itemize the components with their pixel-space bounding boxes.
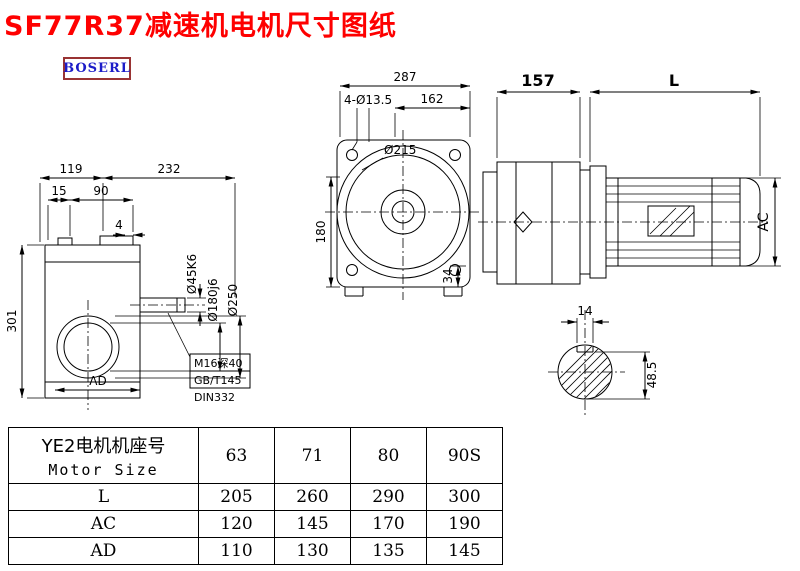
dim-90-label: 90	[93, 184, 108, 198]
dim-180-label: 180	[314, 221, 328, 244]
dim-outer-diameter: Ø250	[115, 284, 246, 379]
bore-circle	[391, 200, 415, 224]
table-row-AD: AD 110 130 135 145	[8, 537, 503, 565]
dim-shaft-diameter: Ø45K6	[185, 254, 206, 326]
dim-4-label: 4	[115, 218, 123, 232]
bolt-hole-label: 4-Ø13.5	[344, 93, 392, 107]
dim-119: 119	[39, 162, 104, 242]
table-cell: 170	[350, 510, 427, 538]
table-cell: 120	[198, 510, 275, 538]
motor-size-63: 63	[198, 427, 275, 484]
table-cell: 110	[198, 537, 275, 565]
dim-AC: AC	[744, 177, 781, 267]
dim-34-label: 34	[441, 268, 455, 283]
dim-180: 180	[314, 176, 340, 288]
table-cell: 205	[198, 483, 275, 511]
dim-162: 162	[394, 92, 470, 137]
motor-dimensions-table: YE2电机机座号 Motor Size 63 71 80 90S L 205 2…	[8, 427, 503, 565]
dim-90: 90	[70, 184, 134, 232]
dim-L: L	[589, 71, 761, 176]
mounting-feet	[344, 287, 463, 297]
dim-15: 15	[47, 184, 71, 240]
housing-front-outline	[336, 139, 471, 288]
dim-14: 14	[561, 304, 609, 343]
dim-232-label: 232	[158, 162, 181, 176]
dim-287-label: 287	[394, 70, 417, 84]
dim-157: 157	[496, 71, 581, 158]
dim-162-label: 162	[421, 92, 444, 106]
fan-cover	[739, 177, 761, 267]
dim-48-5: 48.5	[587, 351, 659, 400]
dim-287: 287	[339, 70, 471, 137]
dim-157-label: 157	[521, 71, 554, 90]
note-gb-label: GB/T145	[194, 374, 242, 387]
d215-label: Ø215	[384, 143, 416, 157]
side-view: 157 L AC	[478, 71, 781, 285]
dim-119-label: 119	[60, 162, 83, 176]
front-view: 287 162 4-Ø13.5 Ø215 180 34	[314, 70, 482, 300]
oil-plug-diamond	[513, 211, 533, 233]
center-hole-note: M16深40 GB/T145 DIN332	[167, 312, 251, 404]
dim-ad: AD	[55, 374, 140, 393]
dim-ad-label: AD	[89, 374, 106, 388]
row-label-AC: AC	[8, 510, 199, 538]
shaft-circle	[557, 344, 613, 400]
shaft-section-view: 14 48.5	[548, 304, 659, 415]
table-cell: 190	[426, 510, 503, 538]
motor-nameplate	[647, 205, 695, 237]
output-flange-circle	[56, 315, 120, 379]
motor-size-label-en: Motor Size	[48, 461, 159, 479]
technical-drawing: 119 232 15 90 4 301	[5, 70, 781, 415]
table-row-L: L 205 260 290 300	[8, 483, 503, 511]
row-label-AD: AD	[8, 537, 199, 565]
dim-L-label: L	[669, 71, 679, 90]
dim-48-5-label: 48.5	[645, 362, 659, 389]
dim-flange-diameter: Ø180j6	[110, 278, 226, 372]
dim-232: 232	[103, 162, 236, 297]
motor-size-header-cell: YE2电机机座号 Motor Size	[8, 427, 199, 484]
dim-14-label: 14	[577, 304, 592, 318]
row-label-L: L	[8, 483, 199, 511]
note-din-label: DIN332	[194, 391, 235, 404]
outer-diameter-label: Ø250	[226, 284, 240, 316]
motor-size-90S: 90S	[426, 427, 503, 484]
table-header-row: YE2电机机座号 Motor Size 63 71 80 90S	[8, 427, 503, 484]
table-cell: 145	[274, 510, 351, 538]
flange-diameter-label: Ø180j6	[206, 278, 220, 321]
dim-15-label: 15	[51, 184, 66, 198]
table-cell: 260	[274, 483, 351, 511]
dim-34: 34	[441, 265, 466, 287]
input-shaft	[139, 297, 186, 313]
table-cell: 290	[350, 483, 427, 511]
table-cell: 135	[350, 537, 427, 565]
d215-callout: Ø215	[361, 143, 416, 171]
main-flange-circle	[336, 145, 470, 279]
output-bore-circle	[63, 322, 113, 372]
table-row-AC: AC 120 145 170 190	[8, 510, 503, 538]
table-cell: 145	[426, 537, 503, 565]
page-title: SF77R37减速机电机尺寸图纸	[4, 11, 397, 42]
brand-logo: BOSERL	[63, 57, 131, 80]
note-thread-label: M16深40	[194, 357, 243, 370]
keyway	[576, 346, 594, 353]
section-hatch	[558, 345, 612, 399]
dim-301-label: 301	[5, 310, 19, 333]
hub-circle	[380, 189, 426, 235]
dim-AC-label: AC	[756, 212, 772, 231]
table-cell: 130	[274, 537, 351, 565]
table-cell: 300	[426, 483, 503, 511]
dim-4: 4	[113, 218, 145, 238]
spigot-circle	[345, 154, 461, 270]
motor-size-71: 71	[274, 427, 351, 484]
brand-logo-text: BOSERL	[63, 61, 131, 76]
shaft-diameter-label: Ø45K6	[185, 254, 199, 294]
bolt-hole-callout: 4-Ø13.5	[344, 93, 392, 151]
motor-size-80: 80	[350, 427, 427, 484]
bolt-holes	[346, 149, 461, 276]
gearbox-side-outline	[44, 235, 141, 399]
left-view: 119 232 15 90 4 301	[5, 162, 251, 410]
dim-301: 301	[5, 244, 44, 399]
gearbox-body	[496, 161, 581, 285]
motor-size-label-cn: YE2电机机座号	[41, 436, 166, 457]
